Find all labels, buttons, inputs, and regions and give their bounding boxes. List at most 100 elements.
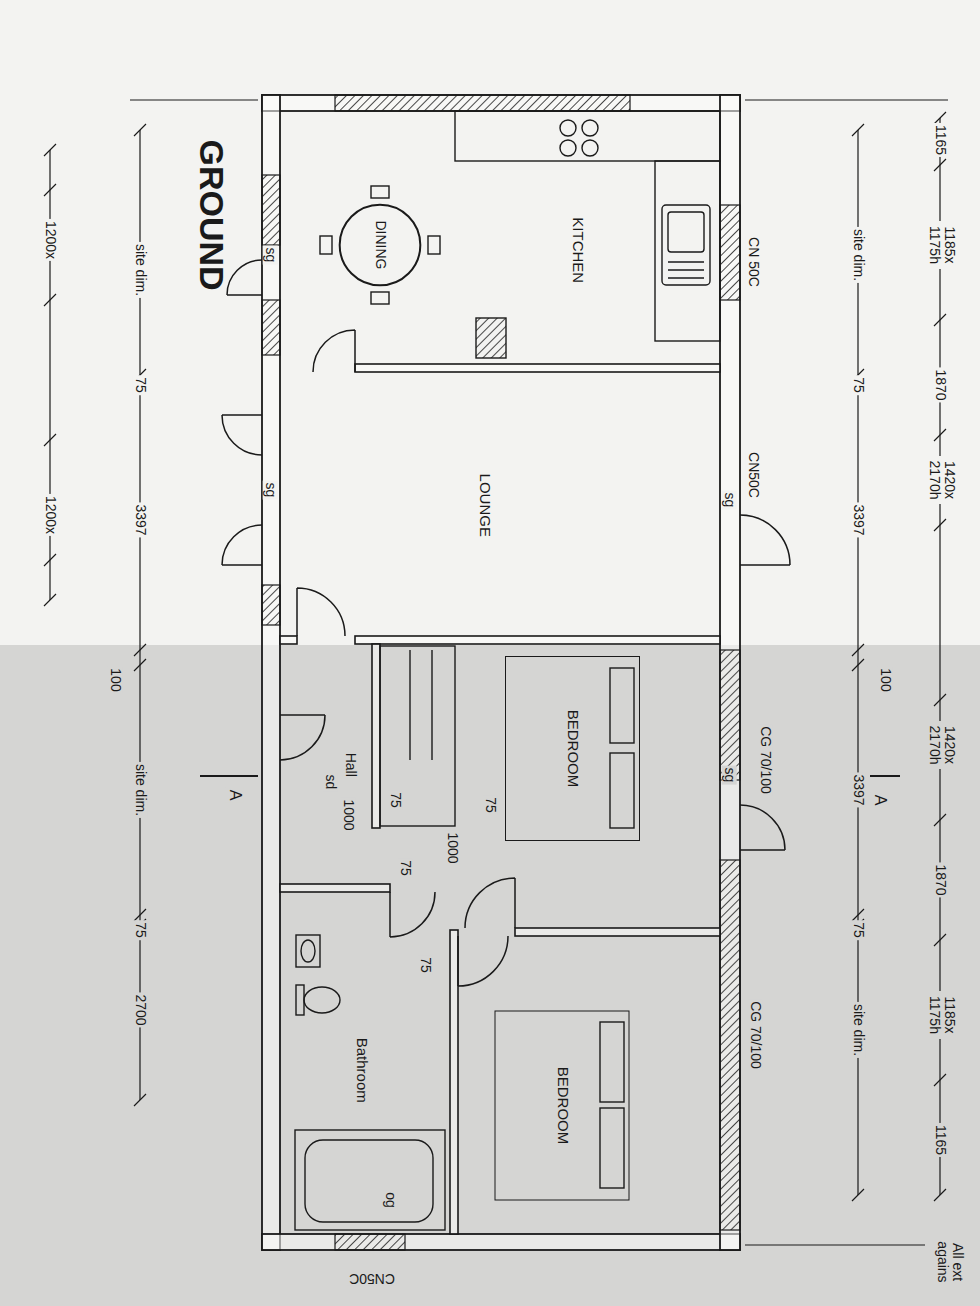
bed-pillows [600,1022,624,1102]
plan-annotation: site dim. [850,1002,865,1058]
dining-chairs [320,236,332,254]
plan-annotation: 1200x [42,494,57,536]
window-hatch [335,1234,405,1250]
plan-annotation: site dim. [132,762,147,818]
kitchen-fittings [668,269,704,270]
plan-annotation: 75 [387,790,402,810]
dimension-line [44,100,948,1245]
plan-annotation: 1185x 1175h [927,221,958,269]
window-hatch [262,585,280,625]
door-swing [227,260,262,295]
plan-annotation: CG 70/100 [757,724,772,796]
outer-wall [720,95,740,1250]
door-swing [222,260,790,986]
plan-annotation: 2700 [132,992,147,1027]
wardrobe [380,646,455,826]
room-name: LOUNGE [477,473,494,536]
plan-annotation: All ext agains [935,1234,966,1290]
plan-annotation: sd [322,773,337,792]
kitchen-fittings [476,318,506,358]
plan-annotation: 3397 [850,502,865,537]
bathroom-fittings [296,935,320,967]
bed-outline: BEDROOM [505,656,640,841]
plan-annotation: A [226,788,244,803]
dining-chairs [320,186,440,304]
wardrobe [380,646,455,826]
window-hatch [262,300,280,355]
kitchen-fittings [455,111,720,358]
outer-wall [262,95,740,1250]
table-outline [340,205,421,286]
wardrobe [431,650,432,760]
bed-pillows [610,668,634,743]
dining-chairs [371,186,389,198]
door-swing [465,878,515,928]
plan-title: GROUND [195,139,229,290]
plan-annotation: 75 [417,955,432,975]
dimension-line [44,144,56,606]
plan-annotation: 75 [850,375,865,395]
plan-annotation: sg [262,246,277,265]
plan-annotation: CG 70/100 [747,999,762,1071]
inner-wall [355,636,720,644]
plan-annotation: 75 [132,920,147,940]
room-label: KITCHEN [567,212,590,288]
paper [0,645,980,1306]
kitchen-fittings [668,277,704,278]
door-swing [740,805,785,850]
plan-annotation: sg [721,766,736,785]
plan-annotation: 75 [850,920,865,940]
outer-wall [262,95,740,111]
plan-annotation: 1870 [932,862,947,897]
kitchen-fittings [655,161,720,341]
bed-pillows [600,1108,624,1188]
door-swing [390,892,435,937]
plan-annotation: 1185x 1175h [927,991,958,1039]
door-swing [313,330,355,372]
plan-annotation: 1870 [932,367,947,402]
plan-annotation: sg [721,491,736,510]
inner-wall [280,884,390,892]
room-name: DINING [372,221,387,270]
bathroom-fittings [296,985,304,1015]
room-name: BEDROOM [554,1066,571,1144]
window-hatch [720,205,740,300]
paper [0,0,980,645]
kitchen-fittings [560,140,576,156]
door-swing [458,936,508,986]
room-name: KITCHEN [570,217,587,283]
plan-annotation: 75 [132,375,147,395]
inner-wall [450,930,458,1234]
plan-annotation: 75 [482,795,497,815]
window-hatch [262,175,280,245]
plan-annotation: 1420x 2170h [927,456,958,504]
outer-wall [262,95,280,1250]
room-label: Hall [339,748,360,782]
kitchen-fittings [668,212,704,252]
section-marker [870,775,900,777]
plan-annotation: 3397 [850,772,865,807]
plan-annotation: CN 50C [745,235,760,289]
plan-annotation: 1420x 2170h [927,721,958,769]
door-swing [222,525,262,565]
plan-annotation: site dim. [132,242,147,298]
inner-wall [372,644,380,828]
section-marker [200,775,258,777]
door-swing [297,588,345,636]
inner-wall [355,364,720,372]
bathroom-fittings [304,987,340,1013]
plan-annotation: 1165 [932,1123,947,1157]
plan-annotation: 1200x [42,219,57,261]
kitchen-fittings [668,261,704,262]
bathroom-fittings [295,935,445,1230]
plan-annotation: 75 [397,858,412,878]
inner-wall [280,364,720,1234]
room-name: BEDROOM [564,709,581,787]
window-hatch [335,95,630,111]
plan-annotation: 1000 [444,830,459,865]
door-swing [280,715,325,760]
bathroom-fittings [305,1140,433,1222]
